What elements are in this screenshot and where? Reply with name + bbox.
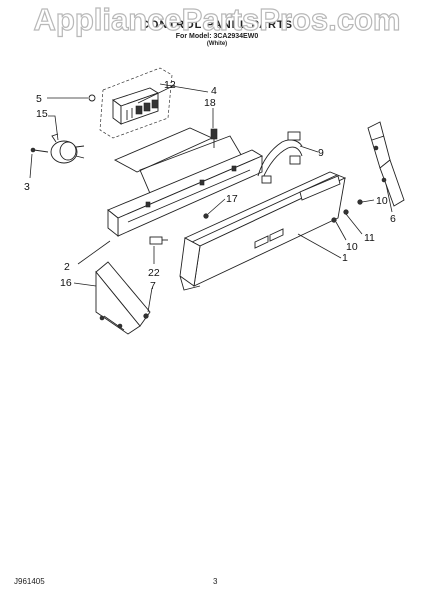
callout-2: 2 [64, 261, 70, 273]
screw-17 [203, 213, 209, 219]
callout-labels: 5 15 3 12 4 18 9 6 10 11 10 1 17 2 22 7 … [24, 79, 396, 292]
callout-10-lower: 10 [346, 241, 358, 253]
switch-cluster [88, 67, 173, 139]
callout-7: 7 [150, 280, 156, 292]
left-end-cap [95, 261, 151, 335]
wire-harness [257, 131, 303, 184]
callout-15: 15 [36, 108, 48, 120]
callout-11: 11 [364, 232, 375, 244]
pressure-switch [30, 133, 85, 164]
callout-12: 12 [164, 79, 176, 91]
callout-9: 9 [318, 147, 324, 159]
mounting-bracket [107, 149, 263, 237]
console-screws [331, 199, 363, 223]
control-console [179, 171, 347, 291]
right-end-bracket [367, 121, 405, 207]
callout-1: 1 [342, 252, 348, 264]
callout-17: 17 [226, 193, 238, 205]
callout-18: 18 [204, 97, 216, 109]
leader-lines [29, 83, 393, 313]
model-line: For Model: 3CA2934EW0 [175, 33, 259, 40]
screw-18 [210, 128, 218, 148]
callout-22: 22 [148, 267, 160, 279]
diagram-title: CONTROL PANEL PARTS [140, 19, 294, 31]
callout-5: 5 [36, 93, 42, 105]
callout-4: 4 [211, 85, 217, 97]
callout-10-upper: 10 [376, 195, 388, 207]
callout-16: 16 [60, 277, 72, 289]
page-number: 3 [213, 577, 218, 586]
clip-22 [149, 236, 168, 245]
drawing-code: J961405 [14, 577, 45, 586]
callout-6: 6 [390, 213, 396, 225]
callout-3: 3 [24, 181, 30, 193]
color-line: (White) [206, 41, 228, 47]
